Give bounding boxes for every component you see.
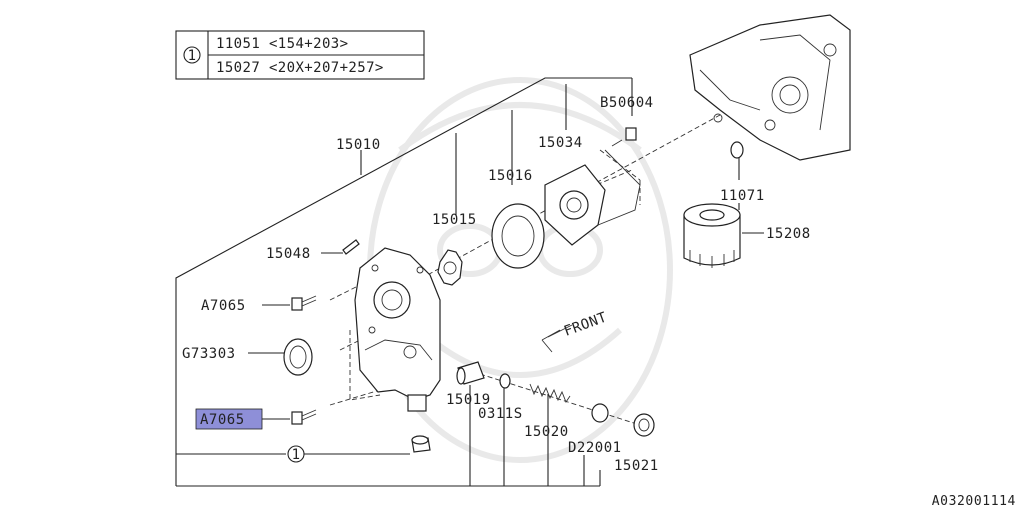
oil-filter-15208 (683, 203, 741, 268)
spring-15020 (529, 383, 571, 403)
pump-body-15010 (354, 247, 441, 412)
label-d22001[interactable]: D22001 (568, 440, 622, 456)
plug-marker: 1 (292, 447, 301, 463)
bolt-a7065-bottom (291, 409, 317, 425)
label-15015[interactable]: 15015 (432, 212, 477, 228)
label-a7065-selected[interactable]: A7065 (200, 412, 245, 428)
diagram-reference: A032001114 (932, 494, 1016, 509)
label-b50604[interactable]: B50604 (600, 95, 654, 111)
pin-15048 (342, 239, 360, 255)
table-row-2: 15027 <20X+207+257> (216, 60, 384, 76)
label-15019[interactable]: 15019 (446, 392, 491, 408)
applicability-table: 1 11051 <154+203> 15027 <20X+207+257> (175, 30, 425, 80)
part-labels: 15010 B50604 15034 15016 15015 15048 A70… (182, 95, 811, 474)
plug-marker-circle (287, 445, 305, 463)
label-15016[interactable]: 15016 (488, 168, 533, 184)
engine-block (689, 14, 851, 161)
label-g73303[interactable]: G73303 (182, 346, 236, 362)
drain-plug (411, 435, 431, 453)
relief-valve-15019 (456, 361, 485, 385)
label-15010[interactable]: 15010 (336, 137, 381, 153)
selected-highlight (195, 408, 263, 430)
bolt-b50604 (611, 127, 637, 147)
label-15208[interactable]: 15208 (766, 226, 811, 242)
bolt-a7065-top (291, 295, 317, 311)
label-11071[interactable]: 11071 (720, 188, 765, 204)
label-15034[interactable]: 15034 (538, 135, 583, 151)
seal-g73303 (283, 338, 313, 376)
label-15020[interactable]: 15020 (524, 424, 569, 440)
front-label: FRONT (562, 309, 609, 339)
gasket-d22001 (591, 403, 609, 423)
leader-lines (175, 77, 764, 487)
label-15021[interactable]: 15021 (614, 458, 659, 474)
oring-11071 (730, 141, 744, 159)
label-15048[interactable]: 15048 (266, 246, 311, 262)
table-row-1: 11051 <154+203> (216, 36, 348, 52)
washer-0311s (499, 373, 511, 389)
label-a7065-top[interactable]: A7065 (201, 298, 246, 314)
inner-rotor-15015 (437, 249, 463, 286)
outer-rotor-15016 (491, 203, 545, 269)
table-marker: 1 (188, 48, 197, 64)
label-0311s[interactable]: 0311S (478, 406, 523, 422)
cap-15021 (633, 413, 655, 437)
pump-cover-15034 (544, 149, 641, 246)
